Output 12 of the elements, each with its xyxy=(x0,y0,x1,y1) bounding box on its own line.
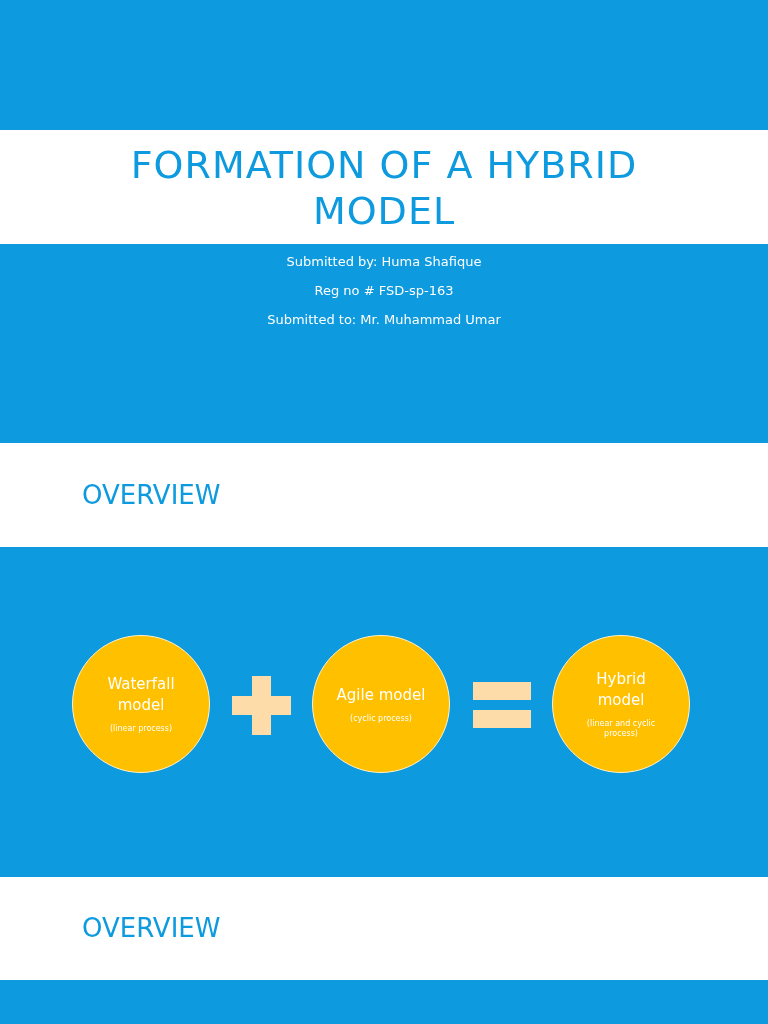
node-subtext: (cyclic process) xyxy=(349,713,413,724)
section-heading: OVERVIEW xyxy=(82,913,221,943)
subtitle-text: Submitted by: Huma Shafique xyxy=(285,254,483,269)
subtitle-text: Submitted to: Mr. Muhammad Umar xyxy=(266,312,502,327)
section-heading: OVERVIEW xyxy=(82,480,221,510)
node-subtext: (linear and cyclic process) xyxy=(585,719,657,739)
node-heading: Hybrid model xyxy=(595,669,647,711)
slide-title: FORMATION OF A HYBRID MODEL xyxy=(129,142,639,234)
node-subtext: (linear process) xyxy=(108,724,174,734)
subtitle-text: Reg no # FSD-sp-163 xyxy=(313,283,455,298)
node-heading: Waterfall model xyxy=(106,674,176,716)
node-heading: Agile model xyxy=(335,684,427,706)
